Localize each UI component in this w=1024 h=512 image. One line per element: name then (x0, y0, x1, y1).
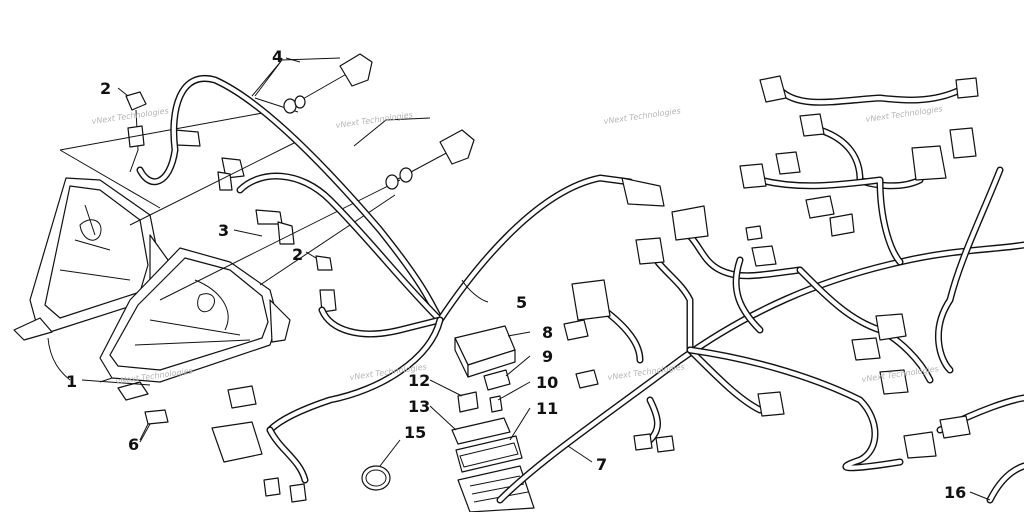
callout-1: 1 (66, 372, 77, 391)
headlight-left (13, 177, 169, 341)
relay-12 (457, 391, 479, 413)
callout-16: 16 (944, 483, 966, 502)
bulb-socket-upper (125, 91, 245, 191)
watermark-text: vNext Technologies (91, 106, 169, 126)
adjuster-assembly-lower (385, 129, 475, 190)
relay-box-8 (454, 325, 516, 378)
headlight-harness (136, 74, 665, 503)
part-6-pad (139, 409, 169, 441)
callout-5: 5 (516, 293, 527, 312)
callout-2-lower: 2 (292, 245, 303, 264)
callout-2-upper: 2 (100, 79, 111, 98)
callout-7: 7 (596, 455, 607, 474)
leaders (117, 57, 991, 501)
watermark-text: vNext Technologies (865, 104, 943, 124)
callout-8: 8 (542, 323, 553, 342)
callout-15: 15 (404, 423, 426, 442)
callout-6: 6 (128, 435, 139, 454)
watermark-text: vNext Technologies (603, 106, 681, 126)
callout-12: 12 (408, 371, 430, 390)
callout-13: 13 (408, 397, 430, 416)
callout-3: 3 (218, 221, 229, 240)
callout-9: 9 (542, 347, 553, 366)
connectors (563, 75, 979, 459)
leader-1 (47, 337, 151, 386)
bulb-socket-lower (255, 209, 337, 313)
fuse-panel-13 (451, 417, 511, 445)
watermark-text: vNext Technologies (607, 362, 685, 382)
headlight-right (99, 247, 291, 401)
watermark-text: vNext Technologies (335, 110, 413, 130)
callout-11: 11 (536, 399, 558, 418)
relay-9 (483, 369, 511, 391)
fuse-block (457, 465, 535, 512)
callout-4: 4 (272, 47, 283, 66)
adjuster-assembly-upper (283, 53, 373, 114)
callout-10: 10 (536, 373, 558, 392)
